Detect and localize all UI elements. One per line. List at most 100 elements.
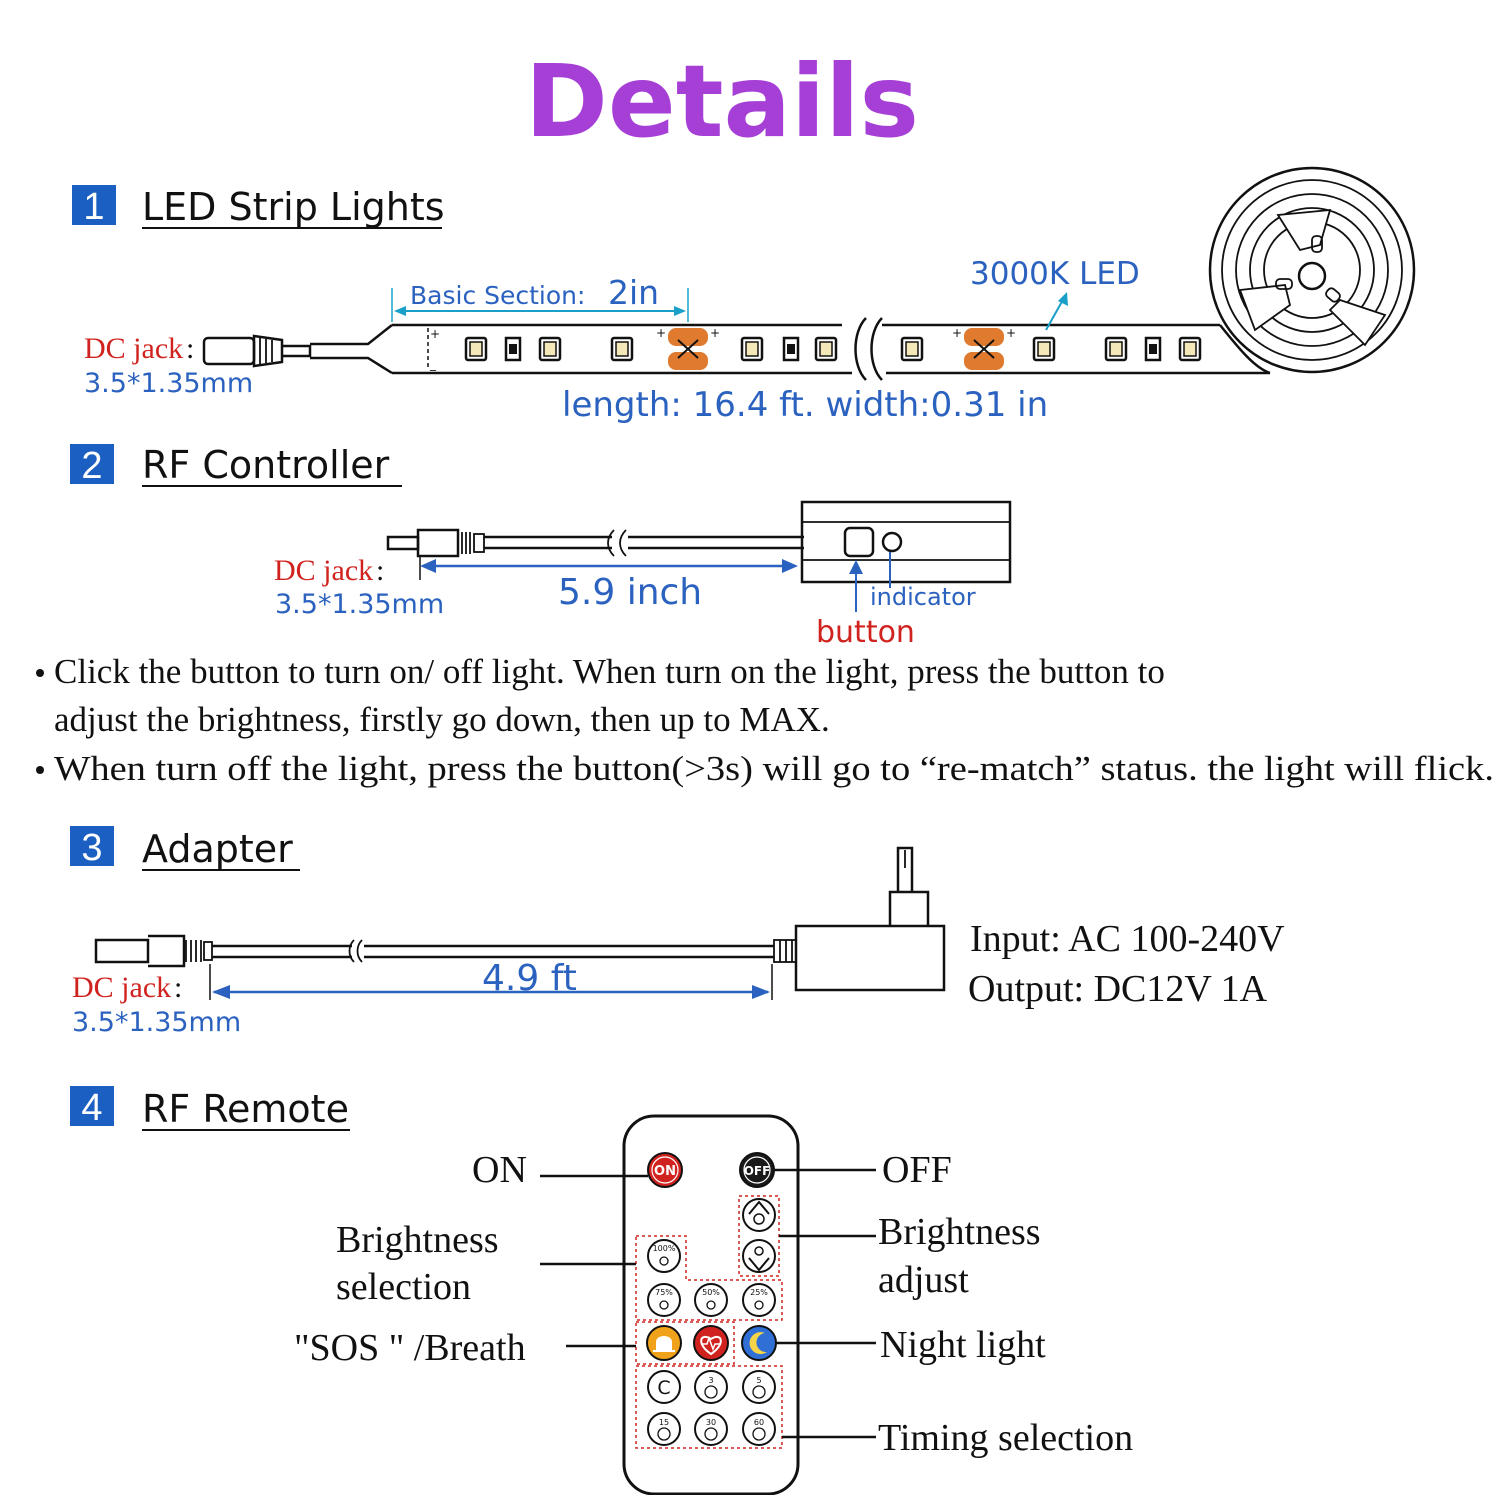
indicator-led: [881, 531, 903, 553]
led-chip: [1104, 336, 1128, 362]
timer-3-text: 3: [708, 1376, 713, 1385]
button-pointer-arrow: [849, 560, 863, 612]
timer-60-text: 60: [754, 1418, 764, 1427]
section-led-strip: 1 LED Strip Lights DC jack : 3.5*1.35mm …: [72, 166, 1416, 425]
remote-off-button: OFF: [739, 1152, 775, 1188]
bullet-dot: [36, 766, 44, 774]
remote-label-brightness-adjust-2: adjust: [878, 1259, 969, 1301]
svg-text:+: +: [656, 326, 666, 340]
svg-text:+: +: [710, 326, 720, 340]
strip-dc-jack-label: DC jack: [84, 332, 183, 365]
strip-dc-jack-size: 3.5*1.35mm: [84, 368, 253, 399]
button-label: button: [816, 615, 915, 650]
section-title-rf-controller: RF Controller: [142, 443, 390, 487]
resistor: [504, 336, 522, 362]
page-title: Details: [525, 43, 919, 160]
adapter-length-dimension: [209, 964, 773, 1000]
controller-cable-length: 5.9 inch: [558, 572, 702, 613]
bullet-dot: [36, 669, 44, 677]
timer-60-button: 60: [742, 1412, 776, 1446]
svg-text:+: +: [952, 326, 962, 340]
adapter-output-spec: Output: DC12V 1A: [968, 968, 1268, 1010]
remote-label-night-light: Night light: [880, 1324, 1046, 1366]
led-chip: [814, 336, 838, 362]
adapter-cable: [212, 939, 797, 963]
female-dc-jack-icon: [202, 324, 393, 375]
brightness-down-button: [742, 1239, 776, 1273]
remote-label-brightness-selection: Brightness: [336, 1219, 499, 1261]
remote-label-timing-selection: Timing selection: [878, 1417, 1133, 1459]
led-strip-left: + _: [392, 323, 852, 375]
svg-text:+: +: [1006, 326, 1016, 340]
brightness-50-text: 50%: [702, 1288, 720, 1297]
brightness-25-button: 25%: [742, 1283, 776, 1317]
controller-dc-jack-size: 3.5*1.35mm: [275, 589, 444, 620]
adapter-input-spec: Input: AC 100-240V: [970, 918, 1285, 960]
timer-30-button: 30: [694, 1412, 728, 1446]
controller-cable: [484, 529, 804, 557]
led-type-label: 3000K LED: [970, 256, 1140, 292]
controller-note-1-cont: adjust the brightness, firstly go down, …: [54, 700, 830, 739]
strip-dc-jack-colon: :: [186, 332, 194, 365]
controller-box-icon: [800, 500, 1012, 584]
led-chip: [1032, 336, 1056, 362]
timer-cancel-button: C: [647, 1370, 681, 1404]
section-badge-2: [70, 444, 114, 484]
remote-label-off: OFF: [882, 1149, 952, 1191]
remote-label-brightness-selection-2: selection: [336, 1266, 471, 1308]
adapter-cable-length: 4.9 ft: [482, 958, 577, 999]
brightness-50-button: 50%: [694, 1283, 728, 1317]
led-strip-right: [882, 323, 1270, 375]
led-chips: [464, 336, 1202, 362]
section-badge-1: [72, 185, 116, 225]
led-chip: [740, 336, 764, 362]
section-rf-controller: 2 RF Controller: [36, 443, 1494, 788]
remote-label-brightness-adjust: Brightness: [878, 1211, 1041, 1253]
section-title-adapter: Adapter: [142, 827, 293, 871]
timer-3-button: 3: [694, 1370, 728, 1404]
breath-button: [693, 1325, 729, 1361]
svg-text:_: _: [429, 357, 437, 371]
timer-30-text: 30: [706, 1418, 716, 1427]
alarm-clock-icon: [657, 1427, 671, 1441]
brightness-selection-group: [635, 1235, 783, 1321]
alarm-clock-icon: [752, 1427, 766, 1441]
night-light-button: [741, 1325, 777, 1361]
timer-5-text: 5: [756, 1376, 761, 1385]
section-title-led-strip: LED Strip Lights: [142, 185, 445, 229]
alarm-clock-icon: [704, 1385, 718, 1399]
section-adapter: 3 Adapter: [70, 826, 1285, 1038]
basic-section-label: Basic Section:: [410, 281, 585, 310]
led-chip: [538, 336, 562, 362]
resistor: [1144, 336, 1162, 362]
section-badge-4: [70, 1086, 114, 1126]
controller-note-2: When turn off the light, press the butto…: [54, 749, 1494, 788]
controller-dc-jack-label: DC jack: [274, 554, 373, 587]
basic-section-dimension: [391, 288, 689, 322]
svg-text:+: +: [430, 327, 440, 341]
brightness-75-text: 75%: [655, 1288, 673, 1297]
strip-break-icon: [854, 317, 883, 381]
section-number-3: 3: [81, 827, 102, 869]
remote-on-button: ON: [647, 1152, 683, 1188]
brightness-25-text: 25%: [750, 1288, 768, 1297]
led-chip: [1178, 336, 1202, 362]
indicator-label: indicator: [870, 583, 976, 611]
section-number-4: 4: [81, 1087, 102, 1129]
led-chip: [610, 336, 634, 362]
brightness-100-text: 100%: [653, 1244, 676, 1253]
adapter-dc-jack-colon: :: [174, 971, 182, 1004]
off-button-text: OFF: [744, 1164, 771, 1178]
brightness-100-button: 100%: [647, 1239, 681, 1273]
remote-label-sos-breath: "SOS " /Breath: [294, 1327, 526, 1369]
strip-dimensions: length: 16.4 ft. width:0.31 in: [562, 385, 1048, 425]
timer-15-button: 15: [647, 1412, 681, 1446]
remote-label-on: ON: [472, 1149, 527, 1191]
timer-5-button: 5: [742, 1370, 776, 1404]
adapter-dc-plug-icon: [94, 934, 213, 968]
male-dc-plug-icon: [386, 528, 485, 558]
controller-note-1: Click the button to turn on/ off light. …: [54, 652, 1165, 691]
led-pointer-arrow: [1045, 292, 1068, 331]
timer-cancel-text: C: [657, 1377, 670, 1399]
